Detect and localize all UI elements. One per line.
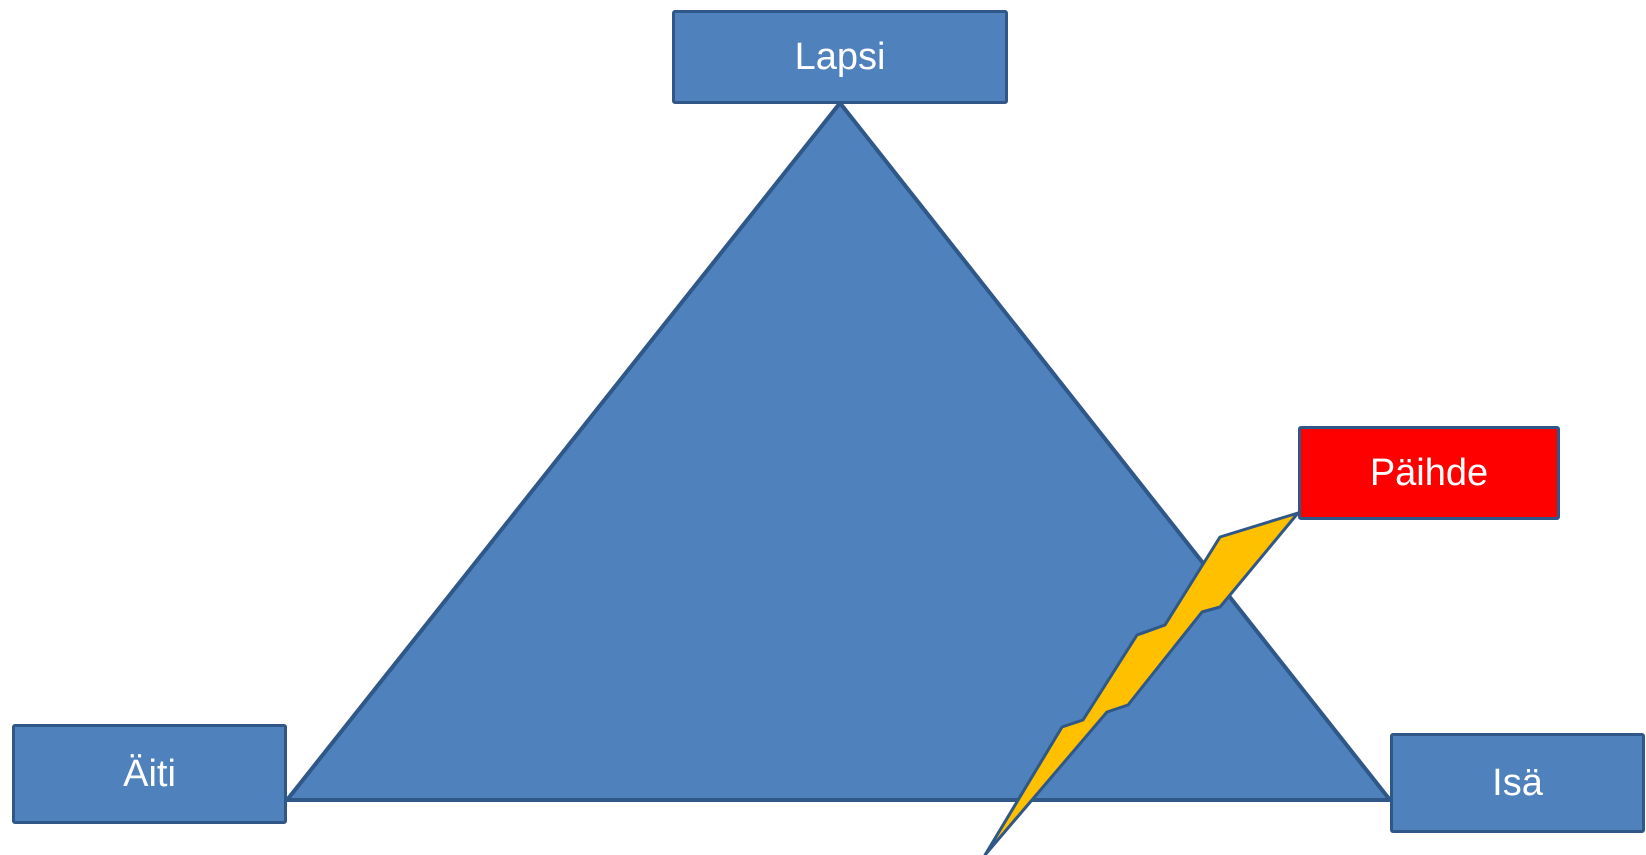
node-paihde: Päihde: [1298, 426, 1560, 520]
node-aiti: Äiti: [12, 724, 287, 824]
lightning-bolt: [983, 511, 1300, 855]
node-isa: Isä: [1390, 733, 1645, 833]
node-lapsi: Lapsi: [672, 10, 1008, 104]
family-triangle: [285, 101, 1392, 802]
